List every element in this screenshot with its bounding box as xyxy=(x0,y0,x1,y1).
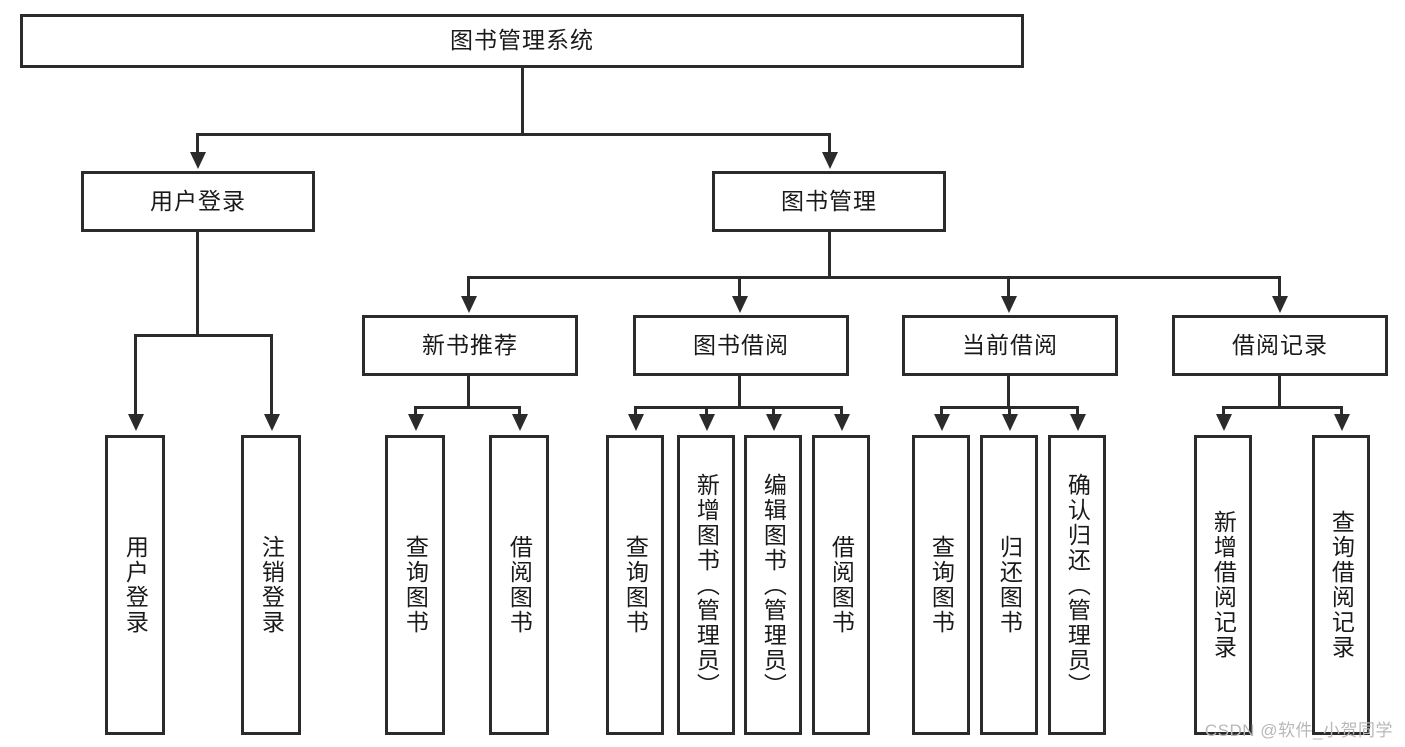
edge-user-login-bus xyxy=(134,334,273,337)
arrow-root-to-book-management xyxy=(822,152,838,169)
node-label: 用户登录 xyxy=(150,187,246,214)
arrow-new-book-to-leaf-2 xyxy=(512,414,528,431)
arrow-bm-to-new-book xyxy=(461,296,477,313)
arrow-bb-to-leaf-4 xyxy=(834,414,850,431)
edge-borrow-record-bus xyxy=(1222,406,1342,409)
edge-new-book-to-leaf-2 xyxy=(518,406,521,417)
leaf-book-borrow-add-book-admin[interactable]: 新增图书（管理员） xyxy=(677,435,735,735)
leaf-new-book-query-book[interactable]: 查询图书 xyxy=(385,435,445,735)
edge-root-to-book-management xyxy=(828,133,831,158)
edge-root-stem xyxy=(521,68,524,133)
node-new-book-recommend[interactable]: 新书推荐 xyxy=(362,315,578,376)
arrow-cb-to-leaf-1 xyxy=(934,414,950,431)
arrow-cb-to-leaf-2 xyxy=(1002,414,1018,431)
arrow-br-to-leaf-1 xyxy=(1216,414,1232,431)
node-label: 注销登录 xyxy=(258,535,285,635)
edge-bm-to-new-book xyxy=(467,276,470,299)
node-label: 查询图书 xyxy=(622,535,649,635)
edge-bb-to-leaf-4 xyxy=(840,406,843,417)
node-root-book-management-system[interactable]: 图书管理系统 xyxy=(20,14,1024,68)
arrow-bb-to-leaf-1 xyxy=(628,414,644,431)
node-label: 新书推荐 xyxy=(422,331,518,358)
edge-new-book-stem xyxy=(467,376,470,406)
edge-new-book-to-leaf-1 xyxy=(414,406,417,417)
node-label: 查询图书 xyxy=(928,535,955,635)
edge-borrow-record-stem xyxy=(1278,376,1281,406)
leaf-borrow-record-add-record[interactable]: 新增借阅记录 xyxy=(1194,435,1252,735)
edge-book-borrow-stem xyxy=(738,376,741,406)
leaf-current-borrow-return-book[interactable]: 归还图书 xyxy=(980,435,1038,735)
node-label: 新增图书（管理员） xyxy=(693,472,720,698)
arrow-bm-to-book-borrow xyxy=(732,296,748,313)
leaf-current-borrow-confirm-return-admin[interactable]: 确认归还（管理员） xyxy=(1048,435,1106,735)
arrow-user-login-to-leaf-1 xyxy=(128,414,144,431)
leaf-book-borrow-query-book[interactable]: 查询图书 xyxy=(606,435,664,735)
edge-root-to-user-login xyxy=(196,133,199,158)
leaf-borrow-record-query-record[interactable]: 查询借阅记录 xyxy=(1312,435,1370,735)
node-label: 用户登录 xyxy=(122,535,149,635)
edge-cb-to-leaf-3 xyxy=(1076,406,1079,417)
edge-bb-to-leaf-2 xyxy=(705,406,708,417)
node-label: 查询借阅记录 xyxy=(1328,510,1355,660)
leaf-new-book-borrow-book[interactable]: 借阅图书 xyxy=(489,435,549,735)
arrow-bm-to-current-borrow xyxy=(1001,296,1017,313)
node-label: 图书管理 xyxy=(781,187,877,214)
node-book-management[interactable]: 图书管理 xyxy=(712,171,946,232)
edge-user-login-to-leaf-1 xyxy=(134,334,137,417)
arrow-user-login-to-leaf-2 xyxy=(264,414,280,431)
node-borrow-record[interactable]: 借阅记录 xyxy=(1172,315,1388,376)
edge-bm-to-book-borrow xyxy=(738,276,741,299)
leaf-user-login-logout[interactable]: 注销登录 xyxy=(241,435,301,735)
node-label: 借阅图书 xyxy=(828,535,855,635)
leaf-current-borrow-query-book[interactable]: 查询图书 xyxy=(912,435,970,735)
edge-user-login-to-leaf-2 xyxy=(270,334,273,417)
edge-br-to-leaf-1 xyxy=(1222,406,1225,417)
node-label: 编辑图书（管理员） xyxy=(760,472,787,698)
arrow-new-book-to-leaf-1 xyxy=(408,414,424,431)
node-current-borrow[interactable]: 当前借阅 xyxy=(902,315,1118,376)
arrow-br-to-leaf-2 xyxy=(1334,414,1350,431)
arrow-bb-to-leaf-2 xyxy=(699,414,715,431)
edge-bb-to-leaf-3 xyxy=(772,406,775,417)
node-label: 确认归还（管理员） xyxy=(1064,472,1091,698)
edge-book-borrow-bus xyxy=(634,406,842,409)
edge-book-management-bus xyxy=(467,276,1278,279)
leaf-user-login-login[interactable]: 用户登录 xyxy=(105,435,165,735)
edge-root-bus xyxy=(196,133,830,136)
edge-cb-to-leaf-1 xyxy=(940,406,943,417)
node-label: 图书借阅 xyxy=(693,331,789,358)
node-book-borrow[interactable]: 图书借阅 xyxy=(633,315,849,376)
node-user-login[interactable]: 用户登录 xyxy=(81,171,315,232)
node-label: 查询图书 xyxy=(402,535,429,635)
arrow-bm-to-borrow-record xyxy=(1272,296,1288,313)
arrow-root-to-user-login xyxy=(190,152,206,169)
node-label: 新增借阅记录 xyxy=(1210,510,1237,660)
arrow-cb-to-leaf-3 xyxy=(1070,414,1086,431)
node-label: 图书管理系统 xyxy=(450,27,594,54)
leaf-book-borrow-edit-book-admin[interactable]: 编辑图书（管理员） xyxy=(744,435,802,735)
node-label: 借阅图书 xyxy=(506,535,533,635)
edge-book-management-stem xyxy=(828,232,831,276)
edge-user-login-stem xyxy=(196,232,199,334)
leaf-book-borrow-borrow-book[interactable]: 借阅图书 xyxy=(812,435,870,735)
edge-cb-to-leaf-2 xyxy=(1008,406,1011,417)
node-label: 归还图书 xyxy=(996,535,1023,635)
edge-bb-to-leaf-1 xyxy=(634,406,637,417)
arrow-bb-to-leaf-3 xyxy=(766,414,782,431)
edge-bm-to-borrow-record xyxy=(1278,276,1281,299)
node-label: 当前借阅 xyxy=(962,331,1058,358)
edge-br-to-leaf-2 xyxy=(1340,406,1343,417)
edge-new-book-bus xyxy=(414,406,521,409)
csdn-watermark: CSDN @软件_小贺同学 xyxy=(1204,721,1393,740)
edge-current-borrow-stem xyxy=(1007,376,1010,406)
node-label: 借阅记录 xyxy=(1232,331,1328,358)
edge-bm-to-current-borrow xyxy=(1007,276,1010,299)
